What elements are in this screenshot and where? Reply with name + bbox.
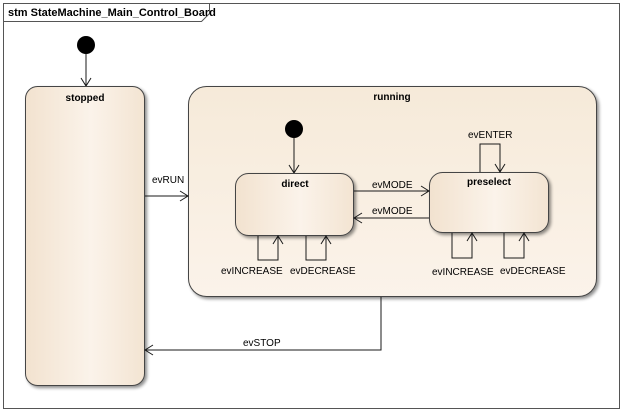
transition-stop-arrowhead [144, 344, 154, 356]
frame-title-tab [3, 3, 210, 22]
transition-mode-to-preselect-arrowhead [420, 185, 430, 197]
state-preselect-label: preselect [467, 177, 512, 188]
initial-state-outer [77, 36, 95, 54]
transition-preselect-increase [451, 233, 473, 259]
transition-stop [145, 297, 382, 351]
transition-mode-to-direct-label: evMODE [372, 206, 413, 217]
state-running-label: running [373, 92, 410, 103]
transition-preselect-decrease [503, 233, 525, 259]
transition-direct-decrease-arrowhead [320, 235, 332, 245]
transition-direct-increase-label: evINCREASE [221, 266, 283, 277]
transition-preselect-decrease-arrowhead [518, 232, 530, 242]
transition-direct-increase-arrowhead [272, 235, 284, 245]
transition-enter-arrowhead [494, 163, 506, 173]
transition-enter-label: evENTER [468, 130, 512, 141]
frame-title: stm StateMachine_Main_Control_Board [8, 7, 216, 19]
transition-enter [479, 143, 501, 172]
transition-mode-to-preselect-label: evMODE [372, 180, 413, 191]
transition-preselect-increase-arrowhead [466, 232, 478, 242]
initial-state-running [285, 120, 303, 138]
transition-run-label: evRUN [152, 175, 184, 186]
transition-direct-decrease [305, 236, 327, 261]
transition-direct-decrease-label: evDECREASE [290, 266, 356, 277]
state-direct [235, 173, 354, 236]
transition-preselect-increase-label: evINCREASE [432, 267, 494, 278]
state-direct-label: direct [281, 179, 309, 190]
transition-stop-label: evSTOP [243, 338, 281, 349]
state-preselect [429, 172, 549, 233]
transition-mode-to-direct-arrowhead [353, 212, 363, 224]
transition-preselect-decrease-label: evDECREASE [500, 266, 566, 277]
state-stopped-label: stopped [66, 93, 105, 104]
transition-direct-increase [257, 236, 279, 261]
transition-run-arrowhead [179, 190, 189, 202]
state-stopped [25, 86, 145, 386]
